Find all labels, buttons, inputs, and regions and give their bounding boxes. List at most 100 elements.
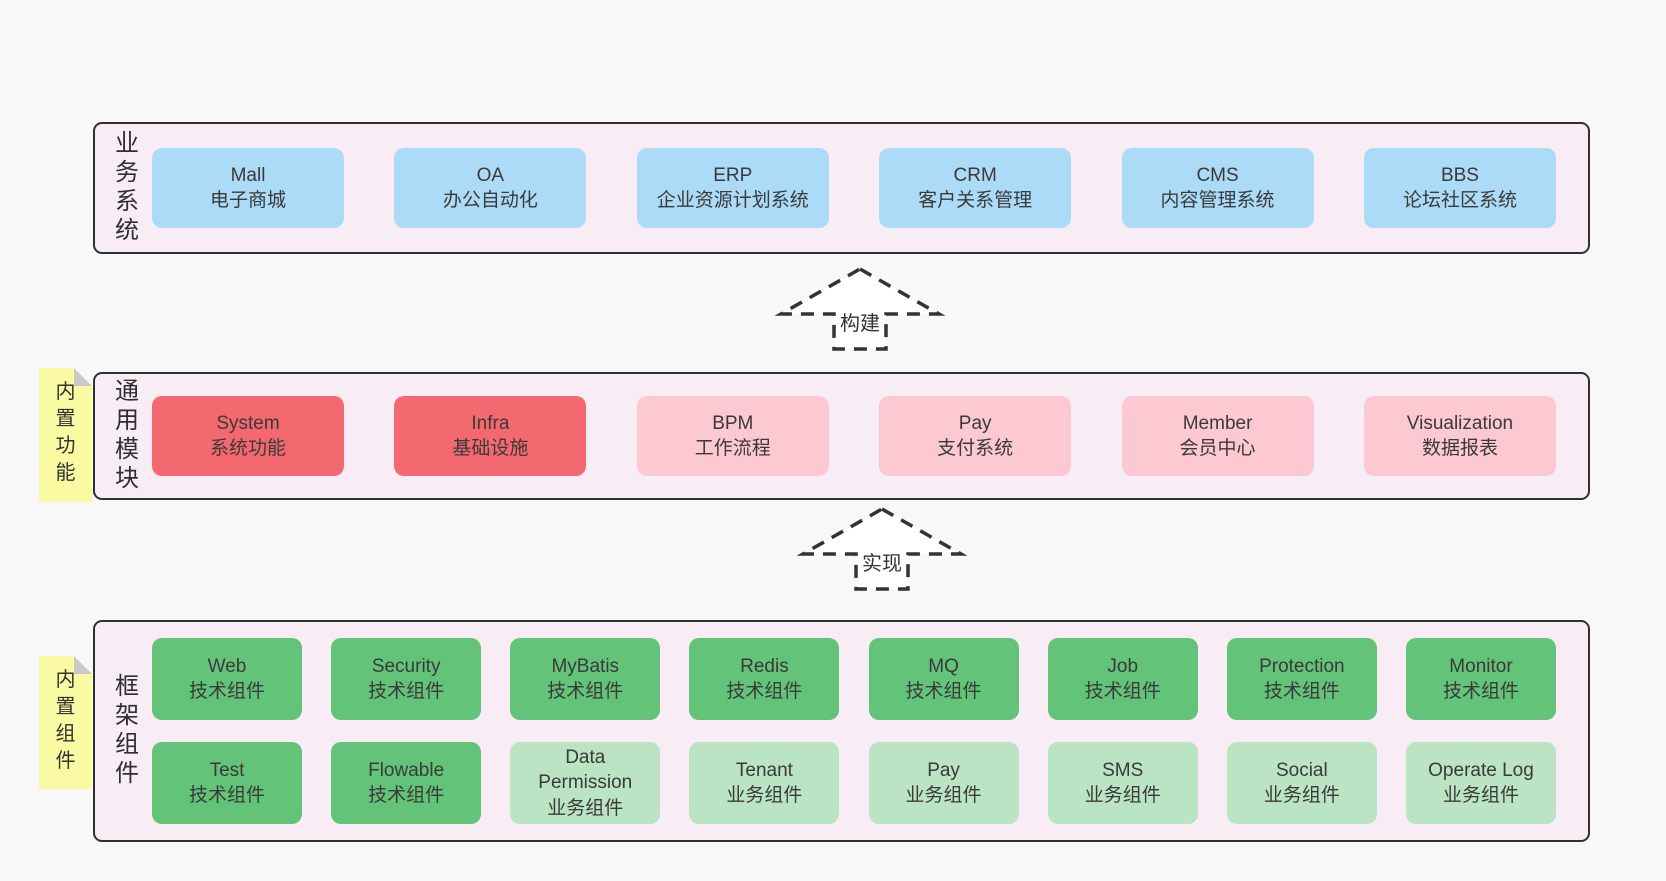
box-title: Monitor bbox=[1449, 655, 1513, 677]
box-subtitle: 客户关系管理 bbox=[918, 190, 1033, 211]
box-row: Web 技术组件 Security 技术组件 MyBatis 技术组件 Redi… bbox=[152, 638, 1556, 720]
panel-side-label: 框架组件 bbox=[115, 673, 139, 787]
box-title: MyBatis bbox=[551, 655, 620, 677]
panel-side-label: 通用模块 bbox=[115, 378, 139, 492]
box-subtitle: 技术组件 bbox=[368, 785, 445, 806]
box-title: Social bbox=[1275, 759, 1328, 781]
box-row: System 系统功能 Infra 基础设施 BPM 工作流程 Pay 支付系统… bbox=[152, 396, 1556, 476]
box-subtitle: 电子商城 bbox=[209, 190, 286, 211]
box-visualization: Visualization 数据报表 bbox=[1363, 396, 1556, 476]
box-oa: OA 办公自动化 bbox=[394, 148, 587, 228]
box-subtitle: 业务组件 bbox=[1263, 785, 1340, 806]
box-title: ERP bbox=[713, 164, 753, 186]
note-label: 内置功能 bbox=[55, 381, 76, 484]
panel-framework-components: 框架组件 Web 技术组件 Security 技术组件 MyBatis 技术组件… bbox=[93, 620, 1590, 842]
box-sms: SMS 业务组件 bbox=[1047, 742, 1198, 824]
box-title: Protection bbox=[1259, 655, 1345, 677]
note-label: 内置组件 bbox=[55, 669, 76, 772]
box-title: Infra bbox=[471, 412, 510, 434]
panel-common-modules: 通用模块 System 系统功能 Infra 基础设施 BPM 工作流程 Pay… bbox=[93, 372, 1590, 500]
box-subtitle: 技术组件 bbox=[188, 681, 265, 702]
box-subtitle: 内容管理系统 bbox=[1160, 190, 1275, 211]
box-subtitle: 技术组件 bbox=[1084, 681, 1161, 702]
box-title: Member bbox=[1182, 412, 1253, 434]
arrow-label: 构建 bbox=[837, 307, 883, 336]
box-erp: ERP 企业资源计划系统 bbox=[636, 148, 829, 228]
box-flowable: Flowable 技术组件 bbox=[331, 742, 482, 824]
box-row: Mall 电子商城 OA 办公自动化 ERP 企业资源计划系统 CRM 客户关系… bbox=[152, 148, 1556, 228]
box-title: Pay bbox=[927, 759, 960, 781]
box-subtitle: 系统功能 bbox=[209, 438, 286, 459]
box-subtitle: 技术组件 bbox=[1263, 681, 1340, 702]
box-title: Web bbox=[207, 655, 247, 677]
box-title: Visualization bbox=[1406, 412, 1514, 434]
box-title: CMS bbox=[1196, 164, 1239, 186]
box-title: Redis bbox=[740, 655, 789, 677]
box-protection: Protection 技术组件 bbox=[1226, 638, 1377, 720]
panel-business-systems: 业务系统 Mall 电子商城 OA 办公自动化 ERP 企业资源计划系统 CRM… bbox=[93, 122, 1590, 254]
box-subtitle: 支付系统 bbox=[937, 438, 1014, 459]
box-subtitle: 技术组件 bbox=[547, 681, 624, 702]
box-operate-log: Operate Log 业务组件 bbox=[1405, 742, 1556, 824]
panel-side-label: 业务系统 bbox=[115, 130, 139, 244]
box-pay: Pay 支付系统 bbox=[879, 396, 1072, 476]
box-title: Test bbox=[209, 759, 245, 781]
box-security: Security 技术组件 bbox=[331, 638, 482, 720]
box-tenant: Tenant 业务组件 bbox=[689, 742, 840, 824]
box-subtitle: 业务组件 bbox=[726, 785, 803, 806]
box-subtitle: 基础设施 bbox=[452, 438, 529, 459]
box-title: Data Permission bbox=[538, 747, 633, 794]
box-bpm: BPM 工作流程 bbox=[636, 396, 829, 476]
box-pay-business: Pay 业务组件 bbox=[868, 742, 1019, 824]
box-title: Tenant bbox=[735, 759, 793, 781]
box-title: CRM bbox=[953, 164, 997, 186]
box-subtitle: 工作流程 bbox=[694, 438, 771, 459]
box-system: System 系统功能 bbox=[152, 396, 344, 476]
box-subtitle: 技术组件 bbox=[1442, 681, 1519, 702]
box-title: BBS bbox=[1440, 164, 1479, 186]
box-monitor: Monitor 技术组件 bbox=[1405, 638, 1556, 720]
box-subtitle: 数据报表 bbox=[1421, 438, 1498, 459]
sticky-note-built-in-features: 内置功能 bbox=[39, 368, 92, 502]
box-social: Social 业务组件 bbox=[1226, 742, 1377, 824]
box-redis: Redis 技术组件 bbox=[689, 638, 840, 720]
box-cms: CMS 内容管理系统 bbox=[1121, 148, 1314, 228]
box-title: Pay bbox=[958, 412, 992, 434]
box-rows: Web 技术组件 Security 技术组件 MyBatis 技术组件 Redi… bbox=[152, 638, 1556, 824]
box-bbs: BBS 论坛社区系统 bbox=[1363, 148, 1556, 228]
box-subtitle: 会员中心 bbox=[1179, 438, 1256, 459]
box-subtitle: 业务组件 bbox=[1442, 785, 1519, 806]
box-title: Security bbox=[371, 655, 441, 677]
box-title: Mall bbox=[230, 164, 266, 186]
box-title: OA bbox=[476, 164, 505, 186]
box-mall: Mall 电子商城 bbox=[152, 148, 344, 228]
box-subtitle: 技术组件 bbox=[368, 681, 445, 702]
box-mq: MQ 技术组件 bbox=[868, 638, 1019, 720]
box-title: BPM bbox=[712, 412, 754, 434]
box-title: Flowable bbox=[368, 759, 445, 781]
box-subtitle: 企业资源计划系统 bbox=[656, 190, 809, 211]
box-title: MQ bbox=[928, 655, 959, 677]
box-title: SMS bbox=[1102, 759, 1144, 781]
box-test: Test 技术组件 bbox=[152, 742, 302, 824]
arrow-label: 实现 bbox=[859, 547, 905, 576]
box-infra: Infra 基础设施 bbox=[394, 396, 587, 476]
box-subtitle: 技术组件 bbox=[188, 785, 265, 806]
box-subtitle: 办公自动化 bbox=[442, 190, 538, 211]
box-row: Test 技术组件 Flowable 技术组件 Data Permission … bbox=[152, 742, 1556, 824]
box-member: Member 会员中心 bbox=[1121, 396, 1314, 476]
arrow-build: 构建 bbox=[775, 266, 945, 352]
box-title: Job bbox=[1107, 655, 1139, 677]
box-subtitle: 论坛社区系统 bbox=[1402, 190, 1517, 211]
box-web: Web 技术组件 bbox=[152, 638, 302, 720]
box-title: System bbox=[216, 412, 280, 434]
box-data-permission: Data Permission 业务组件 bbox=[510, 742, 661, 824]
box-title: Operate Log bbox=[1428, 759, 1534, 781]
box-crm: CRM 客户关系管理 bbox=[879, 148, 1072, 228]
box-subtitle: 业务组件 bbox=[1084, 785, 1161, 806]
note-fold-corner-icon bbox=[74, 656, 92, 674]
arrow-implement: 实现 bbox=[797, 506, 967, 592]
box-subtitle: 技术组件 bbox=[726, 681, 803, 702]
box-job: Job 技术组件 bbox=[1047, 638, 1198, 720]
